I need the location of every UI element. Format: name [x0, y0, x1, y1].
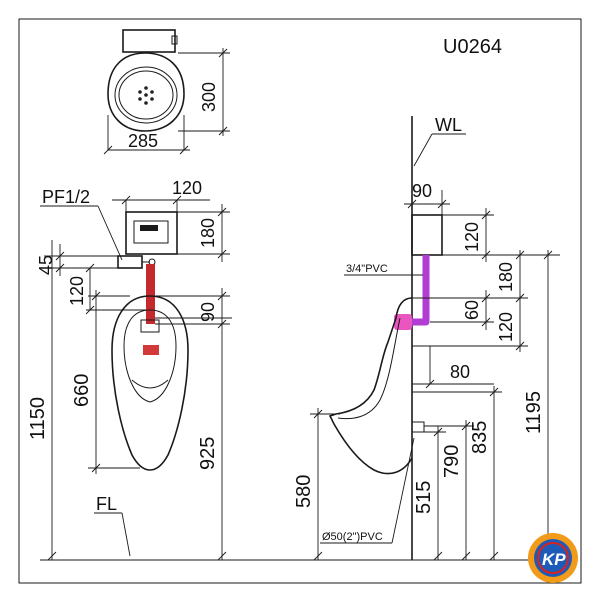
top-view-depth-label: 300 [199, 82, 219, 112]
front-valve-button-inner [140, 225, 158, 231]
front-valve-height-label: 180 [198, 218, 218, 248]
front-rim-height-label: 925 [197, 437, 219, 470]
side-drain-height-label: 515 [413, 481, 435, 514]
model-code: U0264 [443, 36, 502, 58]
front-view: PF1/2 120 180 45 120 90 [27, 178, 560, 561]
side-inlet-offset-label: 120 [496, 312, 516, 342]
front-urinal-body [111, 295, 189, 471]
side-valve-top-height-label: 1195 [523, 391, 545, 434]
top-view: 285 300 [103, 29, 230, 155]
supply-pipe-label: 3/4"PVC [346, 263, 388, 275]
top-view-bowl-inner [118, 70, 174, 120]
logo-accent [537, 542, 569, 574]
side-drain-outlet [411, 421, 425, 433]
side-projection-label: 80 [450, 362, 470, 382]
side-outlet-height-label: 790 [441, 445, 463, 478]
top-view-bowl-rim [114, 66, 178, 124]
front-inlet-spreader [140, 319, 160, 333]
front-connector-height-label: 45 [36, 255, 56, 275]
front-bowl-height-label: 660 [71, 374, 93, 407]
side-rim-height-label: 580 [293, 475, 315, 508]
logo-text: KP [542, 550, 566, 569]
side-supply-pipe [404, 255, 430, 326]
side-urinal-profile [328, 297, 413, 475]
fl-label: FL [96, 494, 117, 514]
side-inlet-height-label: 60 [462, 300, 482, 320]
front-inlet-drop-label: 90 [198, 302, 218, 322]
top-view-valve-knob [171, 35, 178, 45]
logo-disc [534, 539, 572, 577]
top-view-bowl-outline [107, 52, 185, 132]
brand-logo: KP [528, 533, 578, 583]
front-total-height-label: 1150 [27, 397, 49, 440]
drain-pipe-label: Ø50(2")PVC [322, 531, 383, 543]
front-pipe-length-label: 120 [67, 276, 87, 306]
pf-connector [117, 255, 143, 269]
front-supply-pipe [146, 264, 155, 324]
wl-label: WL [435, 115, 462, 135]
side-valve-height-label: 120 [462, 222, 482, 252]
side-pipe-height-label: 180 [496, 262, 516, 292]
front-brand-badge [143, 345, 159, 355]
side-valve-depth-label: 90 [412, 181, 432, 201]
top-view-width-label: 285 [128, 131, 158, 151]
side-view: WL 3/4"PVC 90 120 180 [293, 115, 560, 561]
side-urinal-inner [337, 317, 401, 420]
pf-label: PF1/2 [42, 187, 90, 207]
front-valve-button [133, 220, 169, 244]
drain-holes [138, 86, 154, 105]
drawing-frame [18, 18, 582, 584]
side-supply-height-label: 835 [469, 421, 491, 454]
front-valve-width-label: 120 [172, 178, 202, 198]
side-valve-box [411, 214, 443, 256]
top-view-valve-box [122, 29, 176, 53]
front-urinal-basin [123, 309, 177, 403]
front-valve-box [125, 211, 178, 255]
